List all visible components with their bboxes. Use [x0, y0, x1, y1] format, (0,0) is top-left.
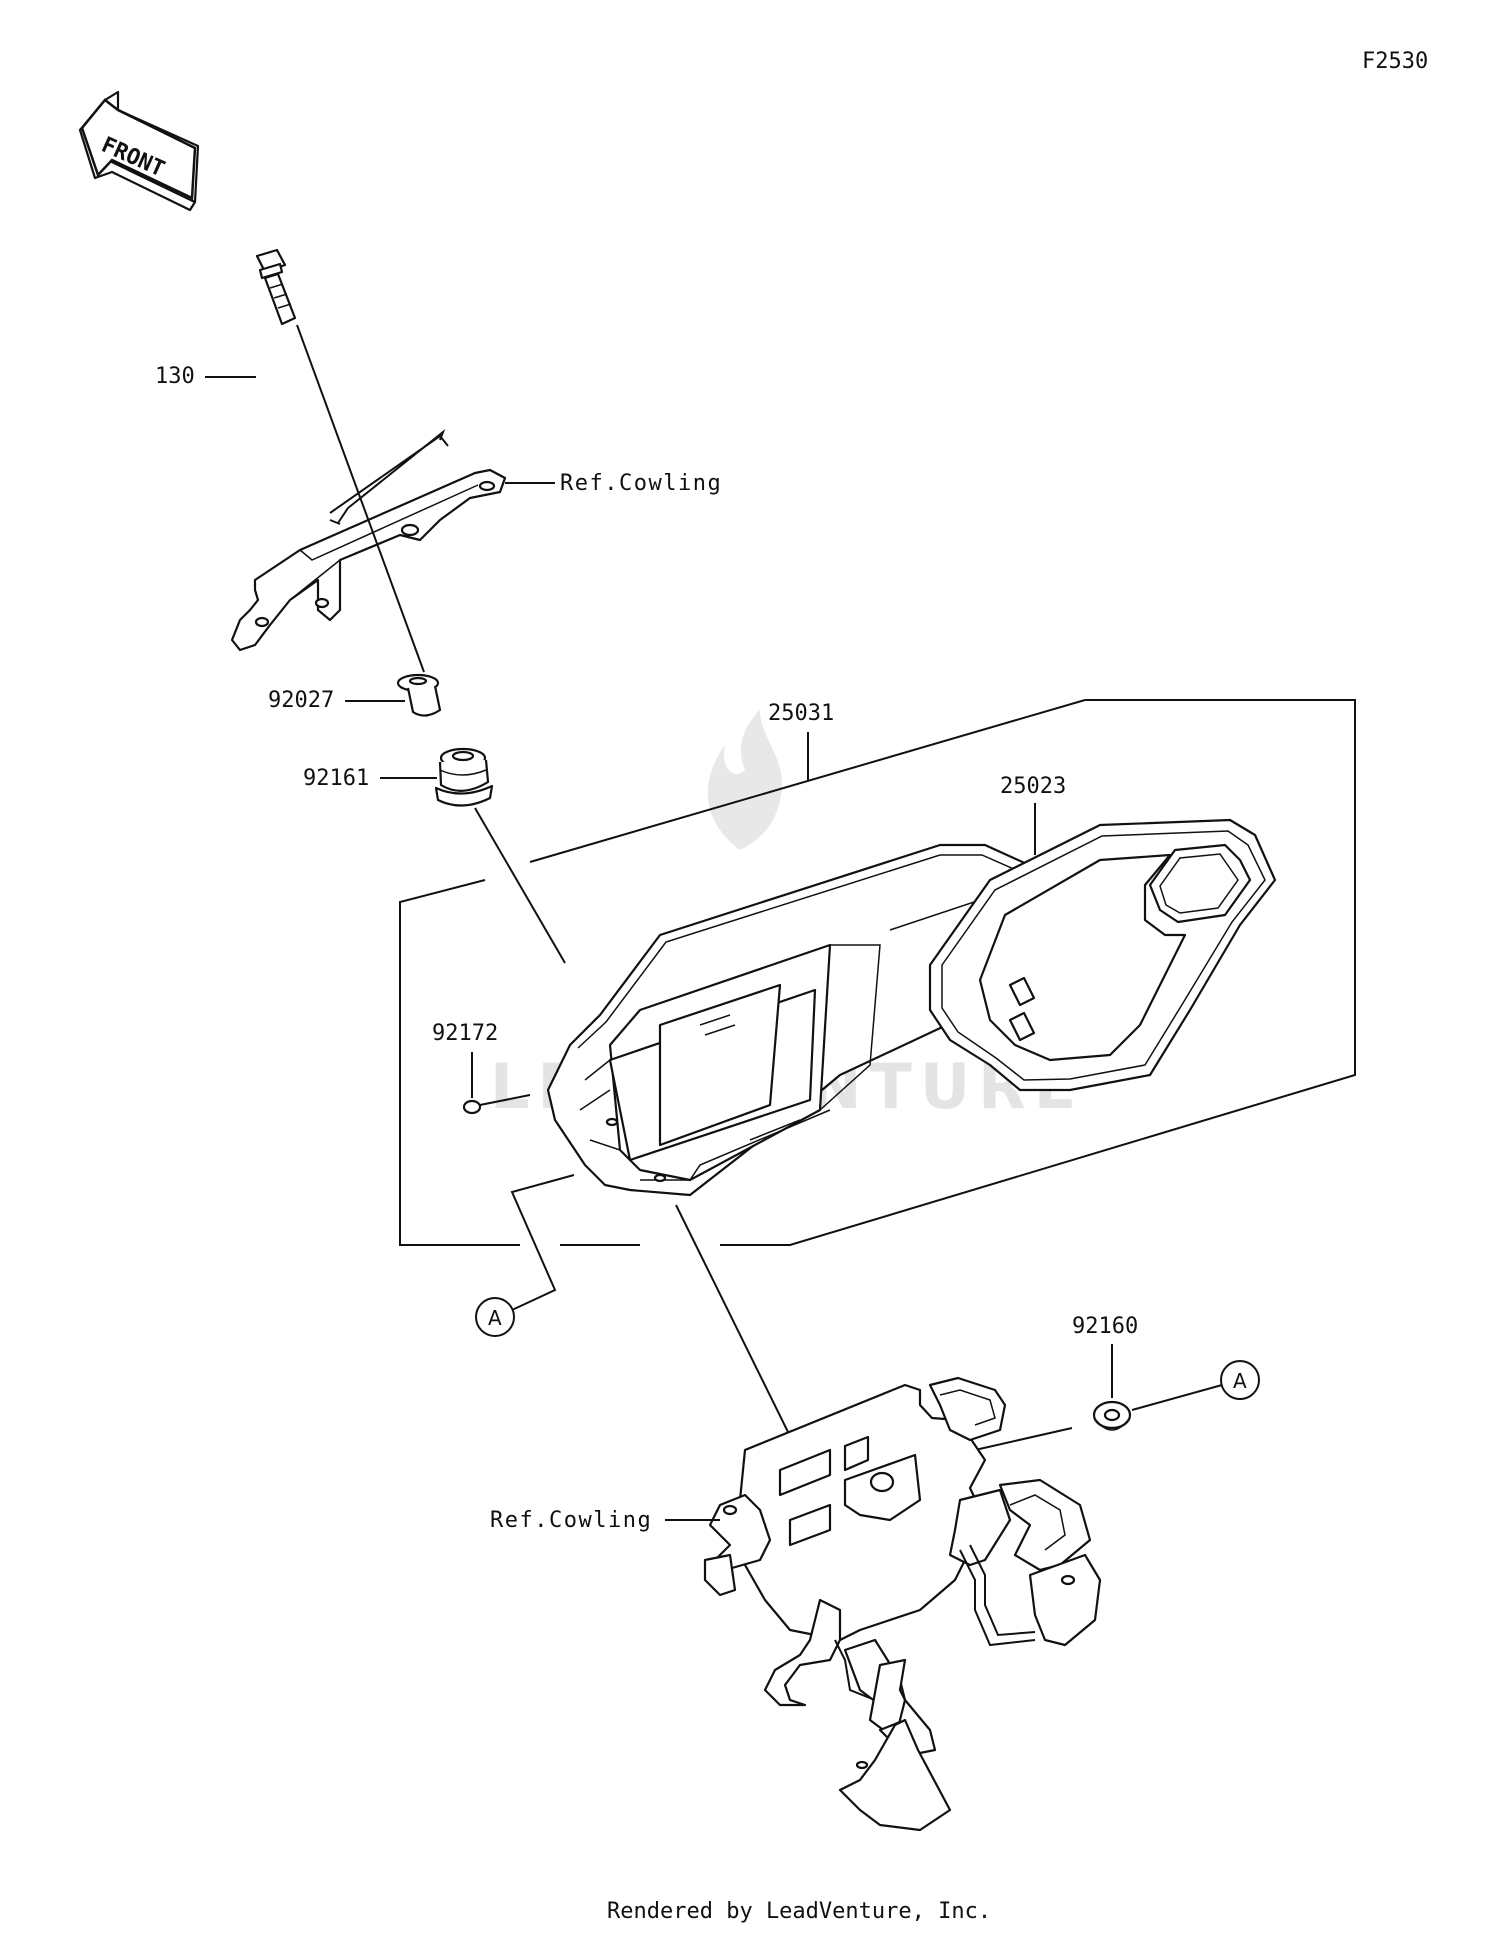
collar-92027 — [396, 673, 442, 717]
watermark-flame-icon — [707, 710, 783, 850]
ref-v-upper — [329, 434, 449, 514]
ref-bracket-upper — [329, 428, 446, 525]
callout-a-right — [1220, 1360, 1260, 1400]
assy-box-left — [399, 879, 520, 1246]
axis-92160 — [974, 1427, 1073, 1451]
axis-lower — [675, 1204, 789, 1433]
grommet-92161 — [434, 747, 494, 807]
label-92027: 92027 — [268, 688, 334, 713]
lower-bracket — [703, 1376, 1102, 1832]
grommet-92160 — [1092, 1400, 1132, 1431]
label-ref-cowling-upper: Ref.Cowling — [560, 471, 722, 496]
callout-a-right-text: A — [1233, 1369, 1247, 1393]
figure-code: F2530 — [1362, 49, 1428, 74]
label-130: 130 — [155, 364, 195, 389]
label-25023: 25023 — [1000, 774, 1066, 799]
callout-a-left — [475, 1297, 515, 1337]
screw-92172 — [462, 1094, 531, 1115]
assy-box-right — [720, 699, 1356, 1246]
footer-credit: Rendered by LeadVenture, Inc. — [607, 1899, 991, 1924]
assy-box-top — [529, 699, 1086, 863]
leader-callout-a-left — [510, 1174, 575, 1311]
axis-130 — [296, 324, 425, 673]
label-92172: 92172 — [432, 1021, 498, 1046]
callout-a-left-text: A — [488, 1306, 502, 1330]
meter-unit — [546, 843, 1062, 1197]
axis-92161 — [474, 807, 566, 964]
front-arrow-icon: FRONT — [78, 90, 200, 212]
label-92160: 92160 — [1072, 1314, 1138, 1339]
leader-callout-a-right — [1131, 1384, 1223, 1411]
bolt-130 — [255, 248, 297, 326]
label-ref-cowling-lower: Ref.Cowling — [490, 1508, 652, 1533]
label-92161: 92161 — [303, 766, 369, 791]
label-25031: 25031 — [768, 701, 834, 726]
cover-25023 — [928, 818, 1277, 1092]
upper-bracket — [230, 468, 507, 652]
